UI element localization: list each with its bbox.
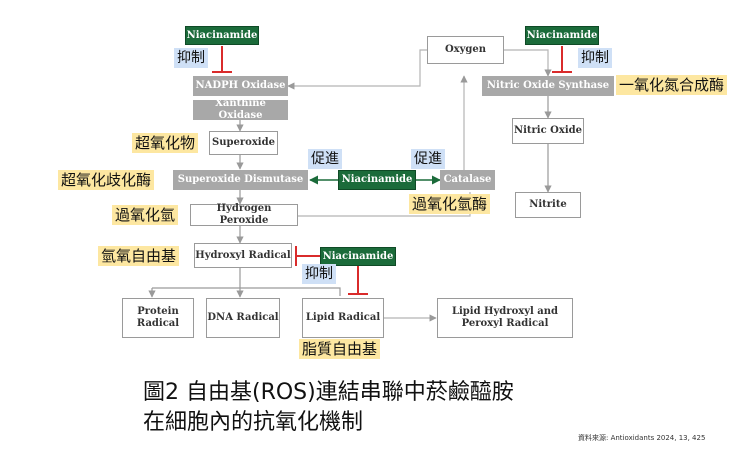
promote-label-catalase: 促進 bbox=[411, 149, 445, 169]
catalase-node: Catalase bbox=[440, 170, 495, 190]
sod-zh-label: 超氧化歧化酶 bbox=[58, 170, 155, 190]
catalase-zh-label: 過氧化氫酶 bbox=[409, 194, 491, 214]
niacinamide-node-center: Niacinamide bbox=[338, 170, 416, 190]
xanthine-oxidase-node: Xanthine Oxidase bbox=[193, 98, 288, 121]
promote-label-sod: 促進 bbox=[308, 149, 342, 169]
superoxide-zh-label: 超氧化物 bbox=[132, 133, 199, 153]
hydrogen-peroxide-zh-label: 過氧化氫 bbox=[112, 205, 179, 225]
lipid-hydroxyl-line1: Lipid Hydroxyl and bbox=[451, 306, 559, 317]
nos-zh-label: 一氧化氮合成酶 bbox=[616, 75, 728, 95]
lipid-hydroxyl-line2: Peroxyl Radical bbox=[461, 318, 549, 329]
hydroxyl-radical-zh-label: 氫氧自由基 bbox=[98, 246, 180, 266]
source-citation: 資料來源: Antioxidants 2024, 13, 425 bbox=[578, 434, 706, 442]
superoxide-dismutase-node: Superoxide Dismutase bbox=[173, 170, 308, 190]
figure-caption-line1: 圖2 自由基(ROS)連結串聯中菸鹼醯胺 bbox=[143, 380, 514, 405]
protein-radical-line2: Radical bbox=[136, 318, 180, 329]
niacinamide-node-hydroxyl: Niacinamide bbox=[320, 247, 396, 266]
hydroxyl-radical-node: Hydroxyl Radical bbox=[194, 243, 292, 268]
lipid-radical-node: Lipid Radical bbox=[302, 298, 384, 338]
dna-radical-node: DNA Radical bbox=[206, 298, 280, 338]
oxygen-node: Oxygen bbox=[427, 36, 504, 64]
figure-caption-line2: 在細胞內的抗氧化機制 bbox=[143, 410, 364, 435]
nitric-oxide-node: Nitric Oxide bbox=[512, 118, 584, 144]
nitrite-node: Nitrite bbox=[515, 192, 581, 218]
hydrogen-peroxide-node: Hydrogen Peroxide bbox=[190, 203, 298, 226]
protein-radical-node: Protein Radical bbox=[122, 298, 194, 338]
inhibit-label-nos: 抑制 bbox=[578, 48, 612, 68]
lipid-hydroxyl-peroxyl-node: Lipid Hydroxyl and Peroxyl Radical bbox=[437, 298, 573, 338]
oxygen-to-nadph-connector bbox=[287, 49, 427, 90]
niacinamide-node-nadph: Niacinamide bbox=[185, 26, 259, 45]
nadph-oxidase-node: NADPH Oxidase bbox=[193, 76, 288, 96]
superoxide-node: Superoxide bbox=[209, 131, 278, 155]
nitric-oxide-synthase-node: Nitric Oxide Synthase bbox=[482, 76, 614, 96]
niacinamide-node-nos: Niacinamide bbox=[525, 26, 599, 45]
protein-radical-line1: Protein bbox=[137, 306, 179, 317]
oxygen-to-nos-connector bbox=[504, 49, 552, 77]
inhibit-label-nadph: 抑制 bbox=[174, 48, 208, 68]
lipid-radical-zh-label: 脂質自由基 bbox=[299, 339, 381, 359]
inhibit-label-hydroxyl: 抑制 bbox=[302, 264, 336, 284]
